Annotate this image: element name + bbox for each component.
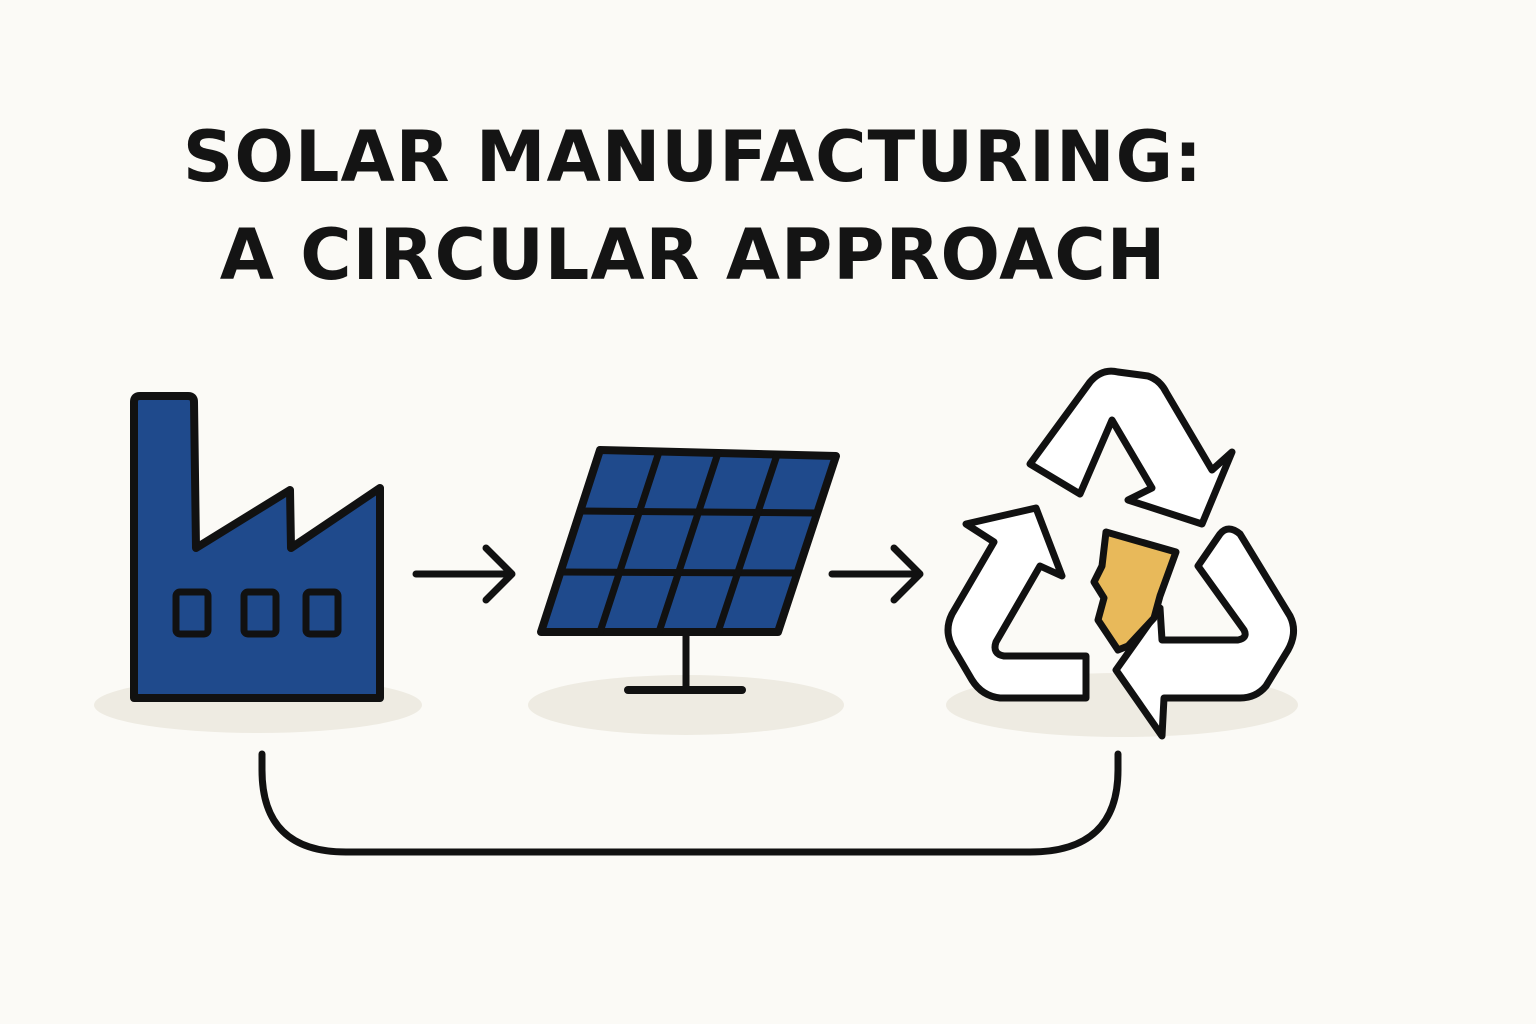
return-loop-connector bbox=[258, 750, 1122, 856]
panel-shadow bbox=[528, 675, 844, 735]
arrow-panel-to-recycle bbox=[828, 544, 924, 604]
title-line-1: SOLAR MANUFACTURING: bbox=[182, 116, 1204, 198]
factory-window-3 bbox=[302, 588, 342, 638]
title-line-2: A CIRCULAR APPROACH bbox=[219, 214, 1167, 296]
recycle-icon bbox=[944, 367, 1297, 740]
arrow-factory-to-panel bbox=[412, 544, 516, 604]
factory-icon bbox=[130, 392, 384, 702]
factory-window-2 bbox=[240, 588, 280, 638]
solar-panel-icon bbox=[537, 446, 840, 694]
page-title: SOLAR MANUFACTURING: A CIRCULAR APPROACH bbox=[0, 108, 1386, 304]
factory-window-1 bbox=[172, 588, 212, 638]
